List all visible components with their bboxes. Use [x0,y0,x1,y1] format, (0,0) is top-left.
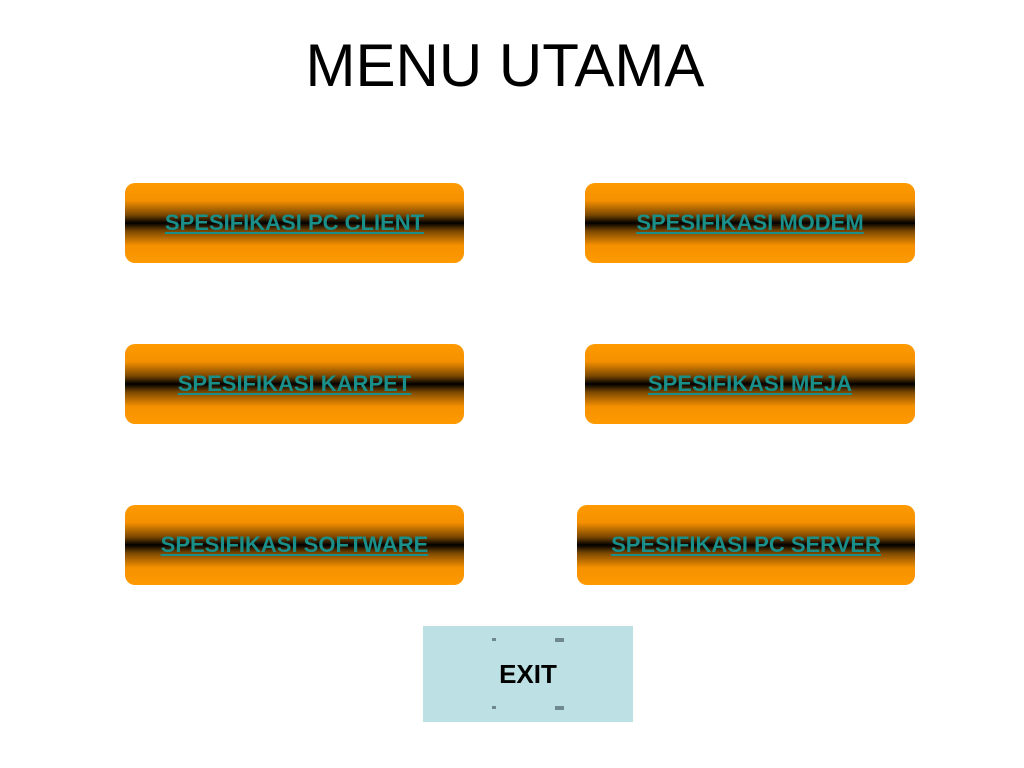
spesifikasi-pc-server-button[interactable]: SPESIFIKASI PC SERVER [577,505,915,585]
exit-label: EXIT [499,658,557,689]
spesifikasi-software-button[interactable]: SPESIFIKASI SOFTWARE [125,505,464,585]
page-title: MENU UTAMA [305,32,705,99]
corner-mark-icon [555,638,564,642]
corner-mark-icon [492,638,496,641]
spesifikasi-modem-button[interactable]: SPESIFIKASI MODEM [585,183,915,263]
spesifikasi-karpet-button[interactable]: SPESIFIKASI KARPET [125,344,464,424]
spesifikasi-meja-link[interactable]: SPESIFIKASI MEJA [647,371,853,396]
spesifikasi-pc-server-link[interactable]: SPESIFIKASI PC SERVER [611,532,881,557]
spesifikasi-software-link[interactable]: SPESIFIKASI SOFTWARE [160,532,429,557]
spesifikasi-karpet-link[interactable]: SPESIFIKASI KARPET [177,371,412,396]
exit-button[interactable]: EXIT [423,626,633,722]
corner-mark-icon [555,706,564,710]
corner-mark-icon [492,706,496,709]
spesifikasi-meja-button[interactable]: SPESIFIKASI MEJA [585,344,915,424]
spesifikasi-modem-link[interactable]: SPESIFIKASI MODEM [636,210,864,235]
spesifikasi-pc-client-link[interactable]: SPESIFIKASI PC CLIENT [164,210,425,235]
spesifikasi-pc-client-button[interactable]: SPESIFIKASI PC CLIENT [125,183,464,263]
